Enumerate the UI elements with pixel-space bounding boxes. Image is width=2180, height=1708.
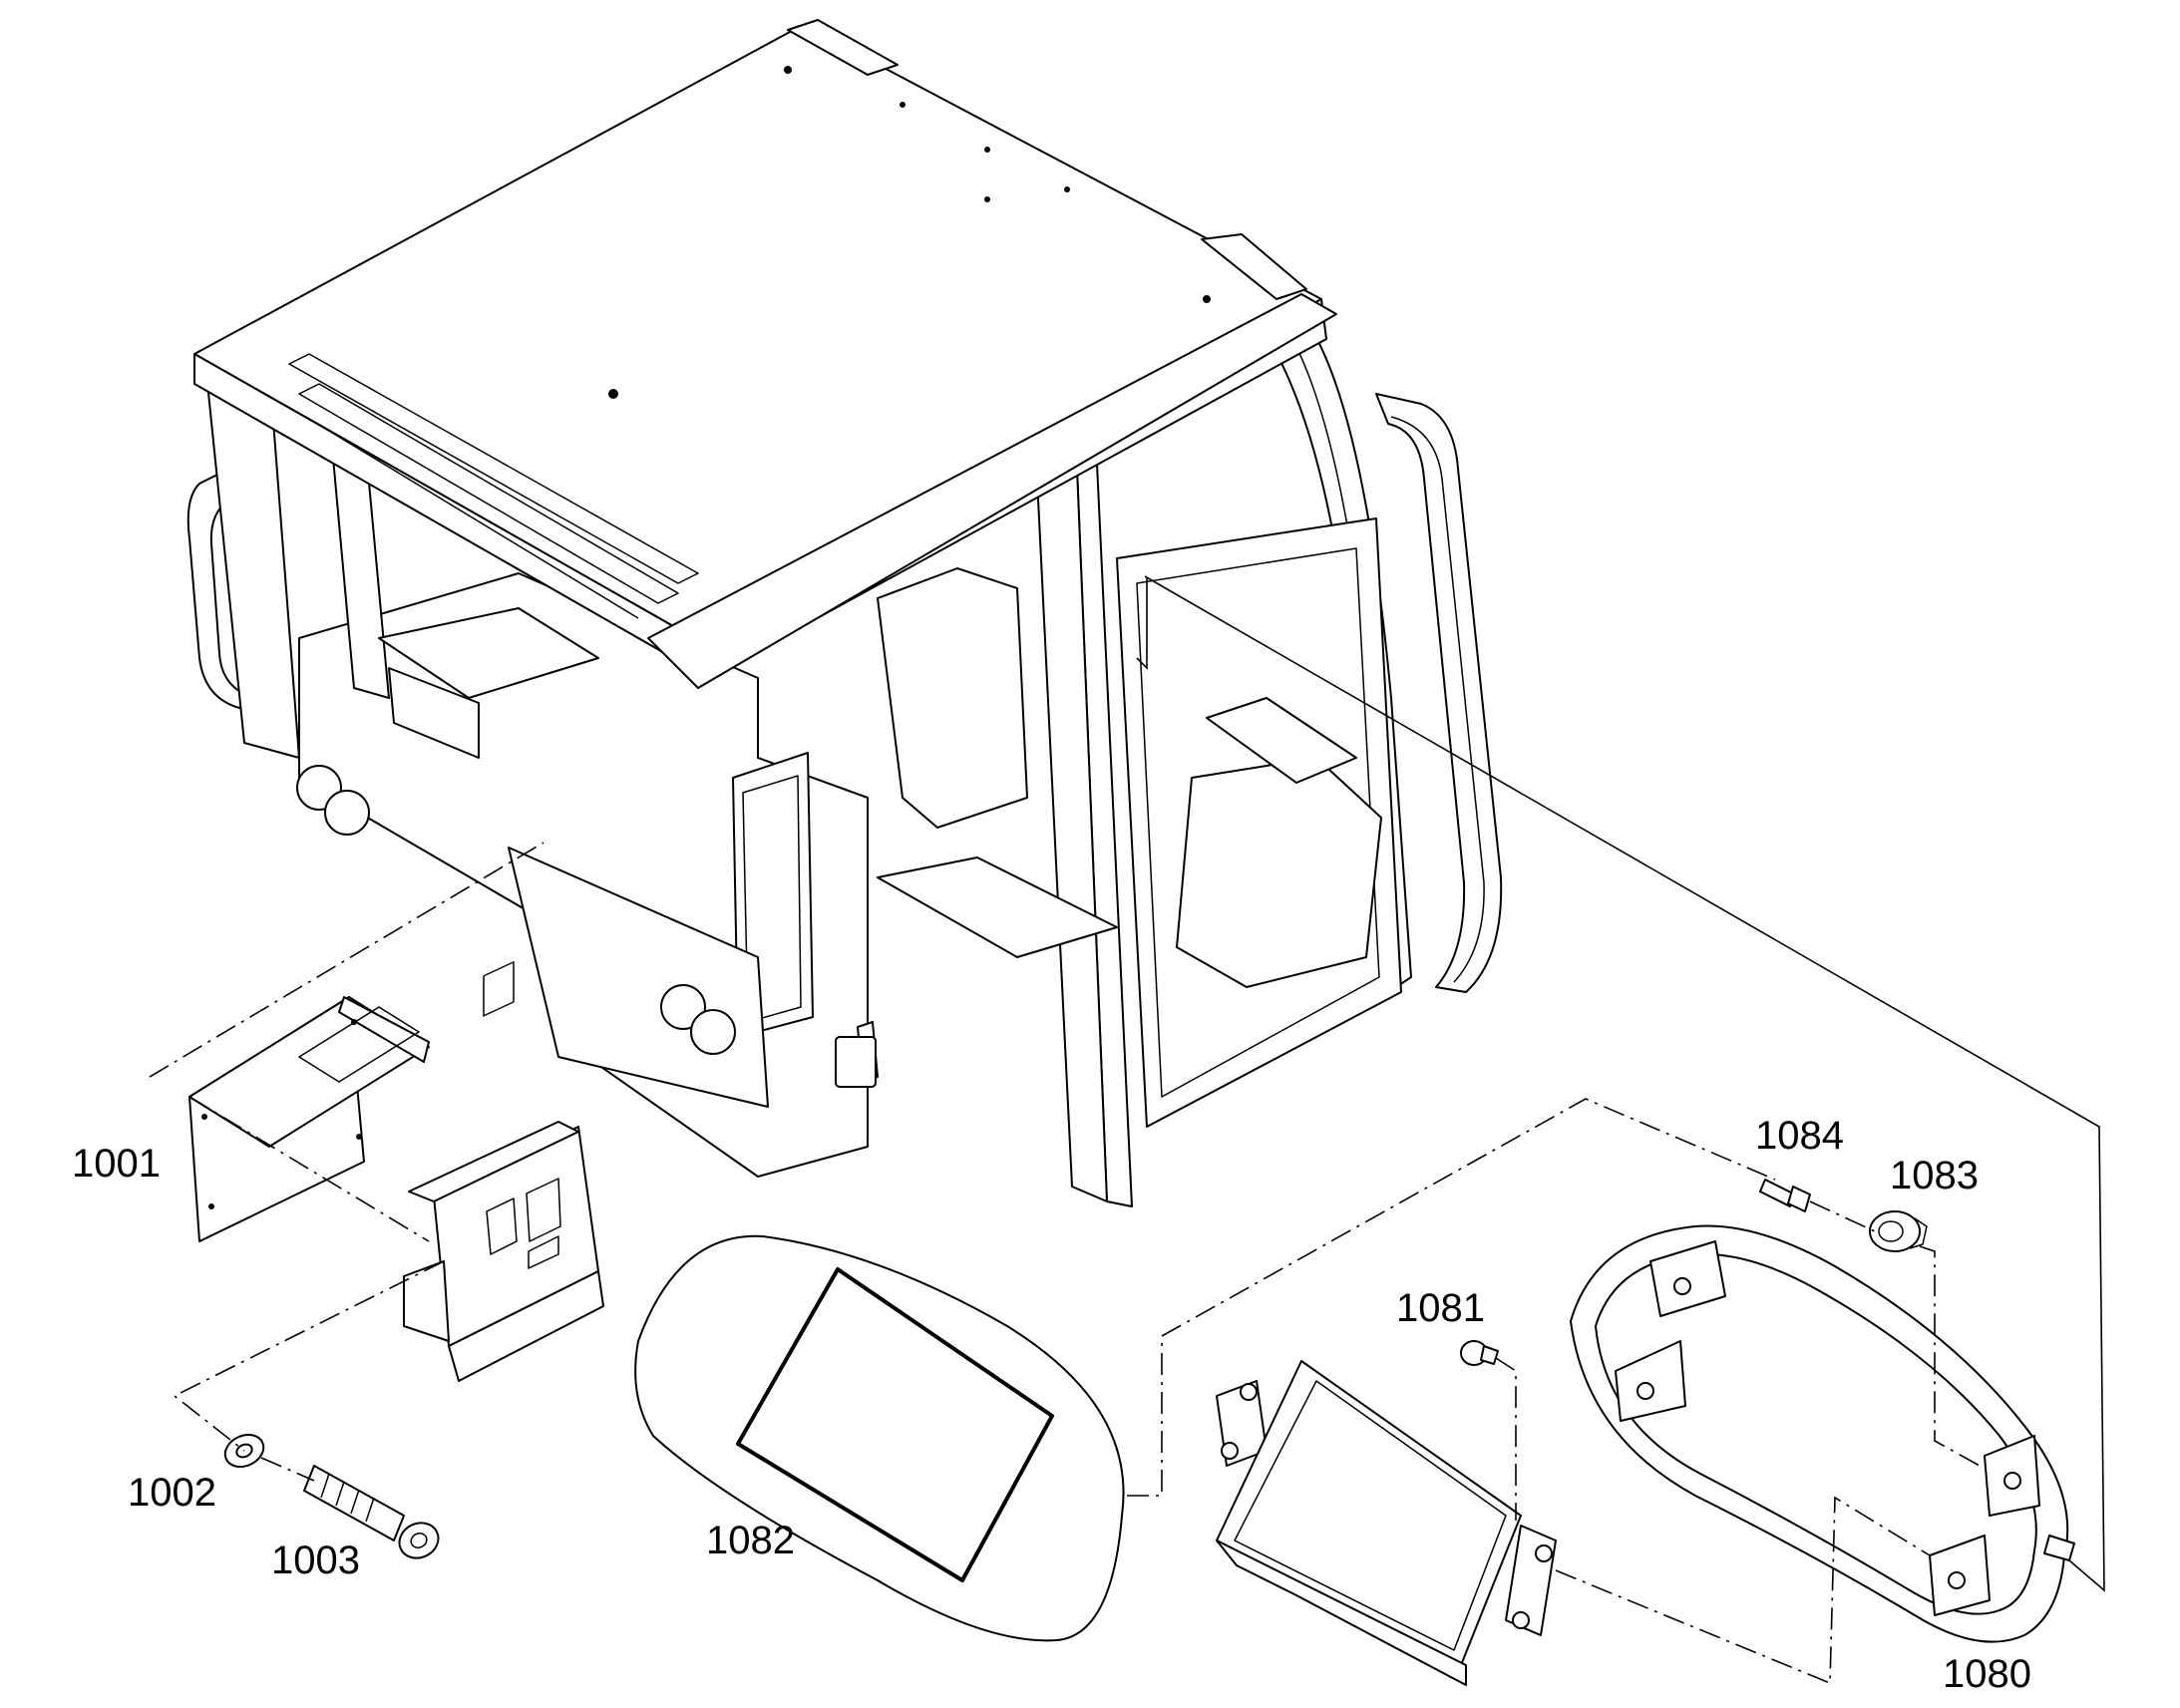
part-1082-panel — [634, 1234, 1125, 1642]
callout-1084: 1084 — [1755, 1114, 1844, 1158]
callout-1080: 1080 — [1943, 1652, 2031, 1696]
ecu-module — [403, 961, 604, 1382]
part-1083-grommet — [1869, 1210, 1928, 1252]
callout-1083: 1083 — [1890, 1154, 1979, 1197]
part-1084-fitting — [1759, 1179, 1811, 1212]
cab-assembly — [186, 19, 1503, 1207]
callout-1082: 1082 — [706, 1519, 795, 1562]
callout-1003: 1003 — [271, 1538, 360, 1582]
display-monitor — [1216, 1360, 1557, 1686]
part-1081-screw — [1460, 1340, 1499, 1366]
callout-1002: 1002 — [128, 1471, 216, 1515]
part-1003-bolt — [303, 1465, 440, 1559]
roof-vent-grille — [288, 353, 699, 619]
callout-1081: 1081 — [1396, 1286, 1485, 1330]
leader-lines — [149, 575, 2105, 1685]
callout-labels: 1001 1002 1003 1082 1081 1084 1083 1080 — [72, 1114, 2031, 1696]
part-1080-frame — [1570, 1224, 2075, 1643]
part-1001-bracket — [188, 996, 430, 1242]
callout-1001: 1001 — [72, 1142, 161, 1186]
